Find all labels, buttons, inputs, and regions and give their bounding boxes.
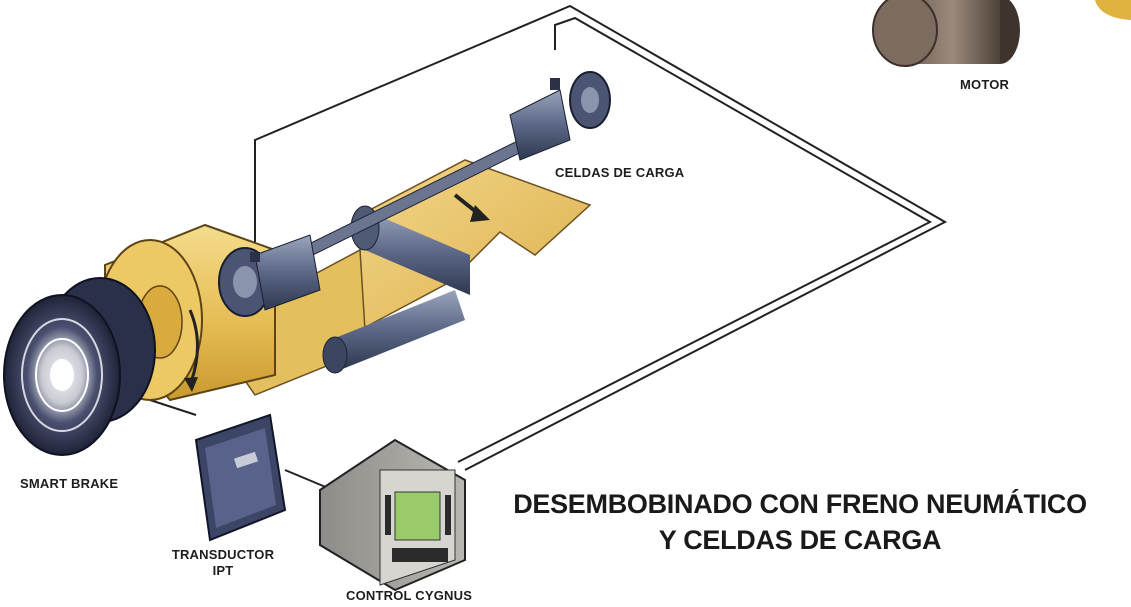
- load-cell-far: [509, 71, 611, 161]
- control-cygnus-label: CONTROL CYGNUS: [346, 588, 473, 603]
- transducer-ipt-icon: [194, 413, 287, 542]
- brake-cable: [149, 399, 329, 489]
- transducer-label-line2: IPT: [212, 563, 234, 578]
- diagram-title-line1: DESEMBOBINADO CON FRENO NEUMÁTICO: [513, 489, 1087, 519]
- diagram-title: DESEMBOBINADO CON FRENO NEUMÁTICO Y CELD…: [470, 486, 1130, 558]
- transducer-label-line1: TRANSDUCTOR: [171, 547, 275, 562]
- smart-brake-icon: [3, 277, 156, 456]
- load-cells-label: CELDAS DE CARGA: [555, 165, 685, 180]
- motor-icon: [872, 0, 1131, 67]
- transducer-label: TRANSDUCTOR IPT: [168, 547, 278, 579]
- diagram-title-line2: Y CELDAS DE CARGA: [658, 525, 942, 555]
- signal-cable: [254, 4, 948, 471]
- load-cell-near: [218, 234, 321, 317]
- control-cygnus-icon: [319, 438, 466, 592]
- smart-brake-label: SMART BRAKE: [20, 476, 119, 491]
- idler-roll: [322, 205, 470, 374]
- motor-label: MOTOR: [960, 77, 1010, 92]
